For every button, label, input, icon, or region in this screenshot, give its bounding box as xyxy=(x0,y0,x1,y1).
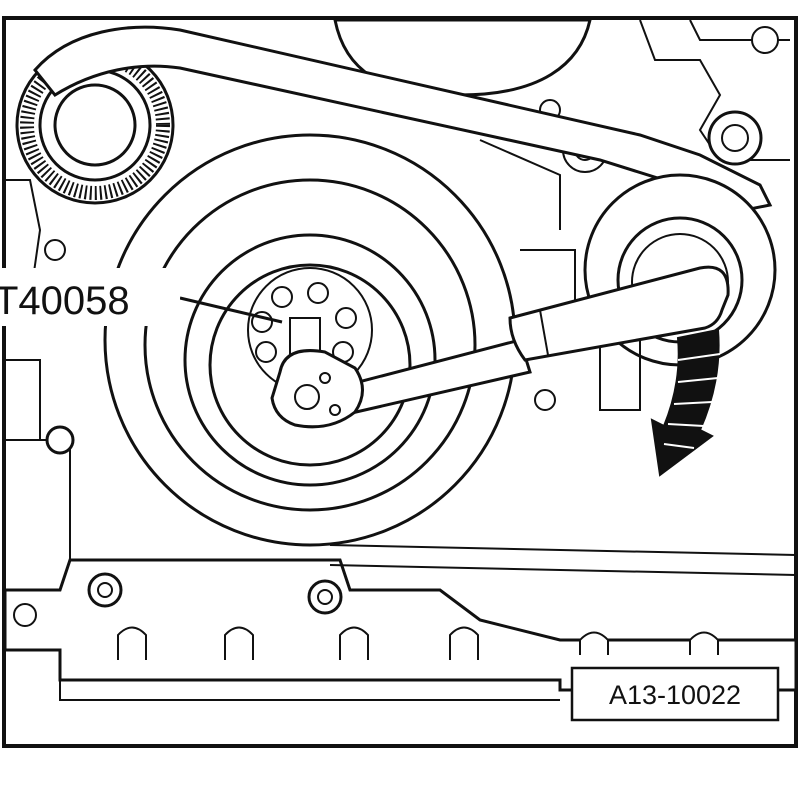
crank-bolts xyxy=(251,282,357,363)
figure-code: A13-10022 xyxy=(609,680,741,710)
figure-code-box xyxy=(570,666,780,722)
tool-label: T40058 xyxy=(0,279,130,323)
crankshaft-pulley xyxy=(103,133,517,547)
pan-bolts xyxy=(13,603,719,660)
rotation-arrow-icon xyxy=(650,328,721,477)
ratchet-wrench xyxy=(270,265,730,429)
label-leader-line xyxy=(179,296,283,324)
tool-label-bg xyxy=(0,268,180,326)
